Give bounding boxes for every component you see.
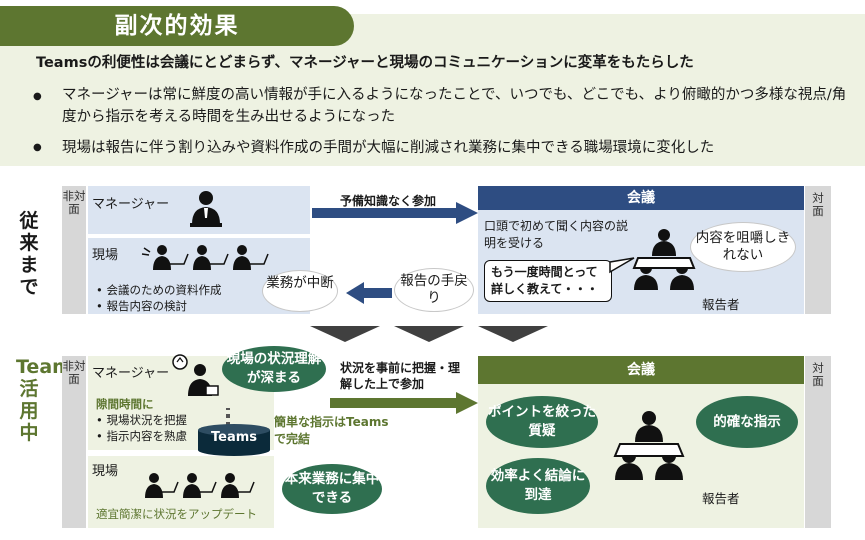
- meeting-table-icon: [613, 411, 685, 480]
- manager-label: マネージャー: [92, 366, 170, 381]
- arrow-right-icon: [312, 202, 478, 224]
- simple-instruction-label: 簡単な指示はTeamsで完結: [274, 415, 389, 446]
- list-item: • 会議のための資料作成: [96, 283, 222, 297]
- focus-bubble: 本来業務に集中できる: [282, 464, 382, 514]
- meeting-title: 会議: [627, 362, 655, 378]
- field-label: 現場: [92, 248, 119, 263]
- meeting-note: 口頭で初めて聞く内容の説明を受ける: [484, 219, 629, 250]
- efficient-conclusion-bubble: 効率よく結論に到達: [486, 458, 590, 514]
- teams-label: Teams: [210, 430, 257, 445]
- spare-time-list: 隙間時間に • 現場状況を把握 • 指示内容を熟慮: [96, 396, 187, 444]
- thought-bubble: 内容を咀嚼しきれない: [690, 222, 796, 272]
- arrow-right-icon: [330, 392, 478, 414]
- reporter-label: 報告者: [702, 491, 740, 506]
- face-column: [805, 186, 831, 314]
- list-item: • 指示内容を熟慮: [96, 429, 187, 443]
- face-column: [805, 356, 831, 528]
- accurate-instruction-bubble: 的確な指示: [696, 396, 798, 448]
- page-title: 副次的効果: [0, 6, 354, 46]
- field-label: 現場: [92, 464, 119, 479]
- bullet-manager: マネージャーは常に鮮度の高い情報が手に入るようになったことで、いつでも、どこでも…: [62, 87, 847, 125]
- field-task-list: • 会議のための資料作成 • 報告内容の検討: [96, 282, 221, 314]
- bullet-icon: ●: [33, 142, 42, 153]
- interrupt-bubble: 業務が中断: [262, 270, 338, 312]
- teams-database-icon: [198, 424, 270, 456]
- section-label-before: 従来まで: [19, 210, 39, 298]
- manager-thinking-icon: [172, 354, 219, 396]
- workers-icon: [141, 245, 269, 270]
- list-item: • 現場状況を把握: [96, 413, 187, 427]
- non-face-label: 非対面: [62, 359, 86, 386]
- flow-label-teams: 状況を事前に把握・理解した上で参加: [340, 361, 461, 391]
- list-item: • 報告内容の検討: [96, 299, 187, 313]
- field-caption: 適宜簡潔に状況をアップデート: [96, 507, 257, 521]
- understanding-bubble: 現場の状況理解が深まる: [222, 346, 326, 392]
- rework-bubble: 報告の手戻り: [394, 268, 474, 312]
- non-face-label: 非対面: [62, 189, 86, 216]
- flow-label-before: 予備知識なく参加: [340, 194, 437, 208]
- face-label: 対面: [812, 191, 824, 218]
- non-face-column: [62, 186, 86, 314]
- speech-tail: [609, 257, 635, 274]
- workers-icon: [145, 473, 255, 498]
- meeting-title: 会議: [627, 190, 655, 206]
- section-label-teams: Teams活用中: [16, 356, 84, 444]
- reporter-label: 報告者: [702, 297, 740, 312]
- manager-person-icon: [190, 191, 222, 227]
- spare-time-title: 隙間時間に: [96, 397, 154, 411]
- manager-label: マネージャー: [92, 197, 170, 212]
- chevron-down-icon: [310, 326, 548, 342]
- bullet-field: 現場は報告に伴う割り込みや資料作成の手間が大幅に削減され業務に集中できる職場環境…: [62, 140, 715, 156]
- speech-bubble: もう一度時間とって詳しく教えて・・・: [484, 260, 612, 302]
- bullet-icon: ●: [33, 91, 42, 102]
- meeting-table-icon: [632, 229, 696, 290]
- point-qa-bubble: ポイントを絞った質疑: [486, 396, 598, 448]
- non-face-column: [62, 356, 86, 528]
- meeting-header: 会議: [478, 186, 804, 210]
- face-label: 対面: [812, 361, 824, 388]
- headline: Teamsの利便性は会議にとどまらず、マネージャーと現場のコミュニケーションに変…: [36, 55, 694, 71]
- meeting-header: 会議: [478, 356, 804, 384]
- arrow-left-icon: [346, 282, 392, 304]
